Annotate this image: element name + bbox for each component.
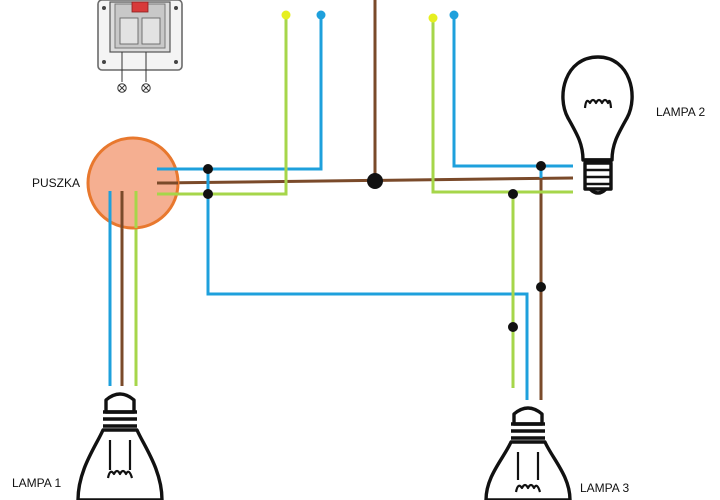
blue-wire-tip	[449, 10, 459, 20]
light-bulb-icon	[561, 55, 634, 195]
brown-wire-main	[157, 176, 574, 185]
lamp3-label: LAMPA 3	[580, 481, 629, 495]
connection-nodes	[203, 161, 546, 332]
node	[508, 322, 518, 332]
green-wire-lamp2	[431, 18, 573, 194]
node	[536, 161, 546, 171]
green-wire-tip	[428, 13, 438, 23]
blue-wire-loop	[206, 169, 529, 400]
node	[508, 189, 518, 199]
double-light-switch-icon	[97, 0, 183, 93]
green-wire-switch	[157, 18, 288, 196]
blue-wire-tip	[316, 10, 326, 20]
node	[536, 282, 546, 292]
node	[203, 164, 213, 174]
light-bulb-icon	[484, 406, 572, 500]
light-bulb-icon	[76, 392, 164, 500]
green-wire-tip	[281, 10, 291, 20]
node	[203, 189, 213, 199]
lamp2-label: LAMPA 2	[656, 105, 705, 119]
node-main	[367, 173, 383, 189]
lamp1-label: LAMPA 1	[12, 476, 61, 490]
blue-wire-lamp2	[452, 14, 573, 168]
junction-box-label: PUSZKA	[32, 176, 80, 190]
